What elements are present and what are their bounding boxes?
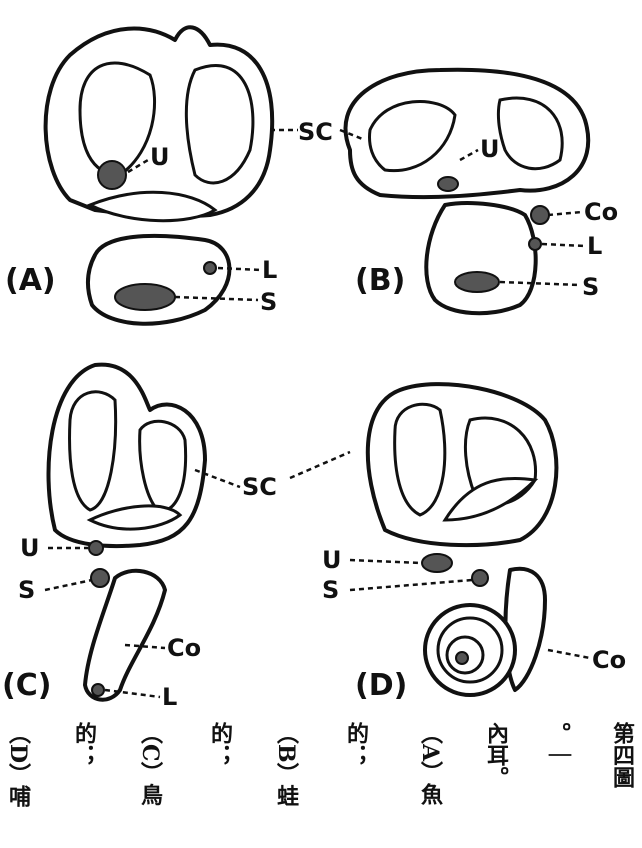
caption-column: 的； <box>206 722 234 848</box>
panel-label-b: (B) <box>355 263 405 298</box>
label-s-b: S <box>582 273 599 301</box>
caption-column: （D）哺 <box>4 722 32 848</box>
label-co-b: Co <box>584 198 618 226</box>
label-u-c: U <box>20 534 40 562</box>
label-s-d: S <box>322 576 339 604</box>
label-sc-top: SC <box>298 118 333 146</box>
panel-label-c: (C) <box>2 668 51 703</box>
panel-label-d: (D) <box>355 668 407 703</box>
label-sc-mid: SC <box>242 473 277 501</box>
label-u-a: U <box>150 143 170 171</box>
label-l-c: L <box>162 683 177 711</box>
label-co-c: Co <box>167 634 201 662</box>
caption-column: （A）魚 <box>416 722 444 848</box>
panel-d-mammal-inner-ear <box>368 384 557 695</box>
label-l-b: L <box>587 232 602 260</box>
label-co-d: Co <box>592 646 626 674</box>
caption-column: （C）鳥 <box>136 722 164 848</box>
label-s-c: S <box>18 576 35 604</box>
panel-a-fish-inner-ear <box>46 27 273 323</box>
caption-column: 的； <box>70 722 98 848</box>
caption-column: 內耳。 <box>482 722 510 848</box>
label-u-d: U <box>322 546 342 574</box>
label-u-b: U <box>480 135 500 163</box>
caption-column: （B）蛙 <box>272 722 300 848</box>
caption-figure-number: 第四圖 <box>608 722 636 848</box>
caption-column: 的； <box>342 722 370 848</box>
label-l-a: L <box>262 256 277 284</box>
caption-column: 。｜ <box>544 722 572 848</box>
panel-label-a: (A) <box>5 263 56 298</box>
label-s-a: S <box>260 288 277 316</box>
